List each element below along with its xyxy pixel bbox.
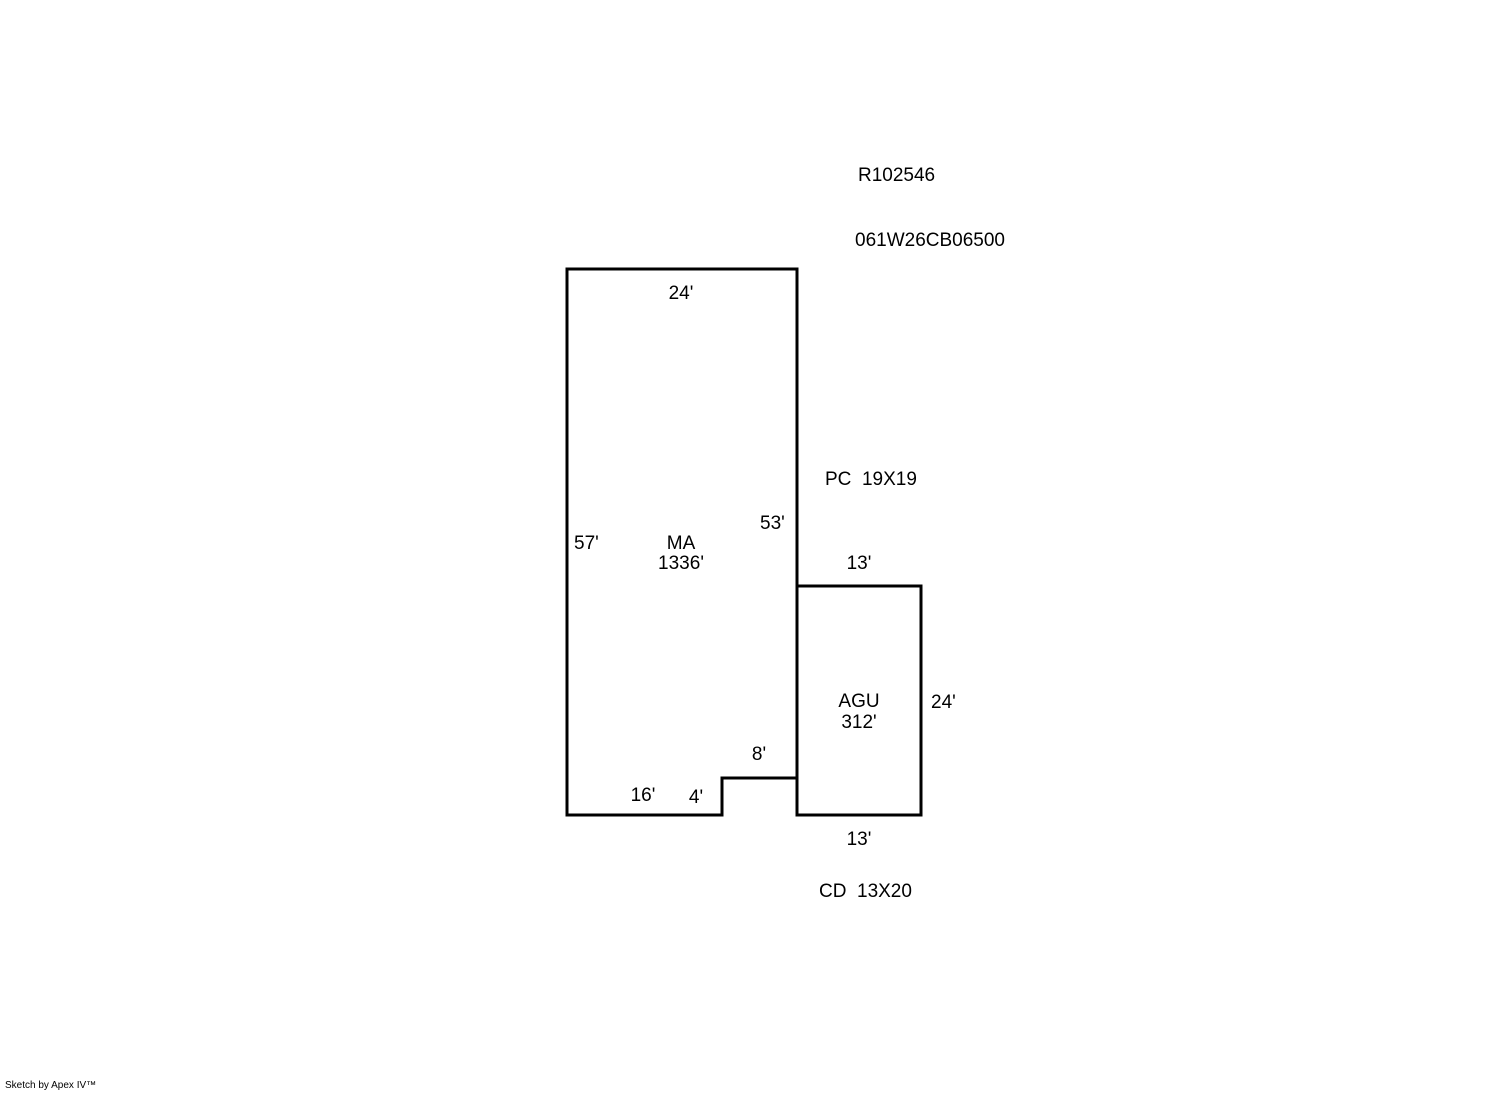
garage-top-dimension: 13': [847, 553, 872, 574]
main-right-dimension: 53': [760, 513, 785, 534]
notch-height-dimension: 8': [752, 744, 766, 765]
garage-right-dimension: 24': [931, 692, 956, 713]
notch-width-dimension: 4': [689, 787, 703, 808]
garage-size: 312': [841, 712, 876, 733]
main-area-size: 1336': [658, 553, 704, 574]
main-area-outline: [565, 267, 799, 817]
main-area-code: MA: [667, 533, 696, 554]
porch-note: PC 19X19: [825, 469, 917, 490]
record-id: R102546: [858, 165, 935, 186]
garage-outline: [795, 584, 923, 817]
sketch-credit: Sketch by Apex IV™: [5, 1080, 97, 1091]
main-top-dimension: 24': [669, 283, 694, 304]
main-bottom-dimension: 16': [631, 785, 656, 806]
garage-bottom-dimension: 13': [847, 829, 872, 850]
main-left-dimension: 57': [574, 533, 599, 554]
deck-note: CD 13X20: [819, 881, 912, 902]
garage-code: AGU: [838, 691, 879, 712]
parcel-id: 061W26CB06500: [855, 230, 1005, 251]
